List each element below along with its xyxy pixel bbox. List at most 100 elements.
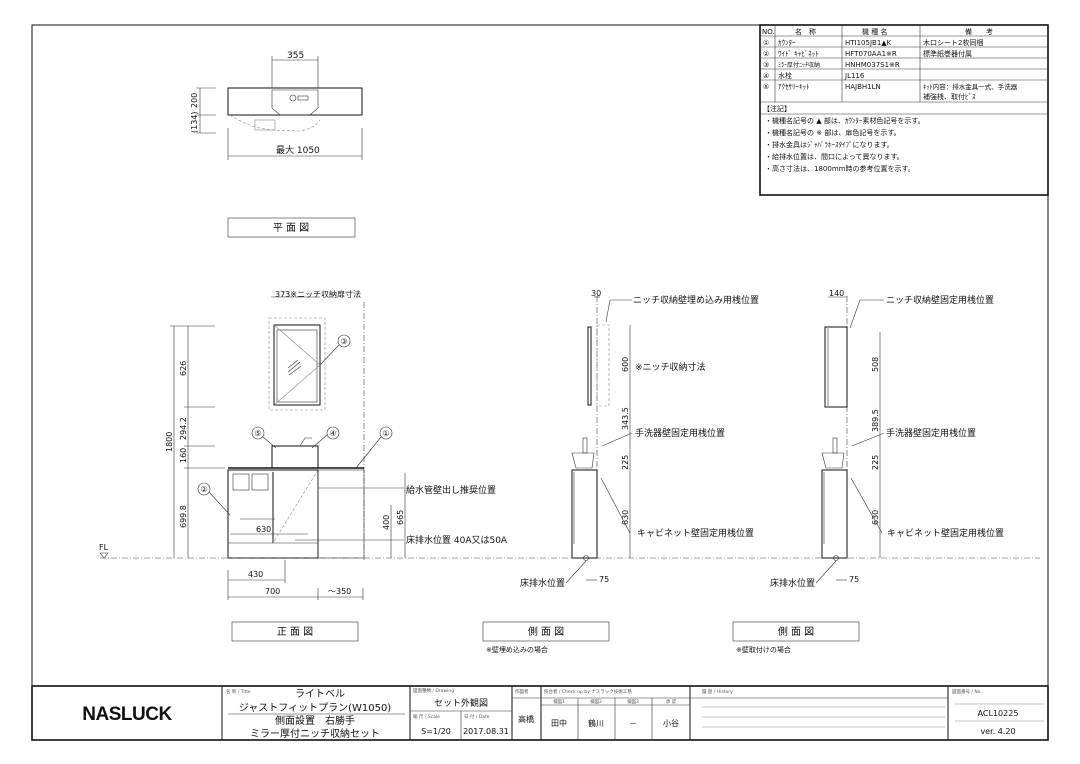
supply-position-label: 給水管壁出し推奨位置 xyxy=(406,484,496,496)
dim-top: 140 xyxy=(829,289,844,298)
row-model: JL116 xyxy=(844,72,865,80)
svg-text:④: ④ xyxy=(329,429,336,438)
note-line: ・給排水位置は、間口によって異なります。 xyxy=(765,152,904,161)
title-line-2: ジャストフィットプラン(W1050) xyxy=(239,702,392,714)
note-line: ・機種名記号の ※ 部は、扉色記号を示す。 xyxy=(765,128,901,137)
nasluck-logo: NASLUCK xyxy=(82,704,173,725)
checker-2: 鶴川 xyxy=(588,718,604,728)
dim-width: 最大 1050 xyxy=(276,144,320,156)
dim-gap: 389.5 xyxy=(871,409,880,432)
approver: 小谷 xyxy=(663,719,679,728)
callout-4: ④ xyxy=(311,426,340,449)
drawing-caption: 図面種類 / Drawing xyxy=(413,687,454,694)
note-line: ・高さ寸法は、1800mm時の参考位置を示す。 xyxy=(765,164,915,173)
history-caption: 履 歴 / History xyxy=(702,689,733,695)
row-note-2: 補強桟、取付ﾋﾞｽ xyxy=(923,92,976,101)
dim-counter-height: 699.8 xyxy=(179,505,188,528)
dim-basin: 225 xyxy=(871,455,880,470)
svg-text:①: ① xyxy=(382,429,389,438)
title-block: NASLUCK 名 称 / Title ライトベル ジャストフィットプラン(W1… xyxy=(31,685,1049,741)
dim-depth: 200 xyxy=(190,93,199,108)
note-line: ・機種名記号の ▲ 部は、ｶｳﾝﾀｰ素材色記号を示す。 xyxy=(765,116,925,125)
drawing-type: セット外観図 xyxy=(434,697,488,709)
callout-1: ① xyxy=(355,426,393,469)
table-header-name: 名 称 xyxy=(795,27,816,36)
date: 2017.08.31 xyxy=(463,727,509,736)
dim-700: 700 xyxy=(265,587,280,596)
check-caption: 照合者 / Check up by ナスラック技術工務 xyxy=(544,688,632,695)
drawn-by: 高橋 xyxy=(518,714,534,724)
dim-665: 665 xyxy=(396,510,405,525)
parts-table: NO. 名 称 機 種 名 備 考 ① ｶｳﾝﾀｰ HTI105JB1▲K 木口… xyxy=(759,24,1049,196)
row-model: HTI105JB1▲K xyxy=(845,39,892,47)
note-line: ・排水金具はｼﾞｬﾊﾞﾗﾎｰｽﾀｲﾌﾟになります。 xyxy=(765,140,894,149)
side-view-2-label-box xyxy=(732,621,860,642)
row-note: ｷｯﾄ内容：排水金具一式、手洗器 xyxy=(923,82,1018,91)
table-header-no: NO. xyxy=(762,28,775,36)
check-col: 検図3 xyxy=(627,698,639,705)
drain-label: 床排水位置 xyxy=(770,577,815,589)
floor-level-label: FL xyxy=(99,543,109,552)
basin-stud-label: 手洗器壁固定用桟位置 xyxy=(635,427,725,439)
dim-cabinet: 630 xyxy=(621,510,630,525)
dim-niche: 508 xyxy=(871,357,880,372)
row-note: 木口シート2枚同梱 xyxy=(923,38,983,47)
callout-3: ③ xyxy=(319,334,351,366)
dim-400: 400 xyxy=(382,515,391,530)
dim-75: 75 xyxy=(849,575,859,584)
number-caption: 図面番号 / No. xyxy=(952,688,982,695)
cabinet-stud-label: キャビネット壁固定用桟位置 xyxy=(887,527,1004,539)
dim-630: 630 xyxy=(256,525,271,534)
row-no: ④ xyxy=(763,72,769,80)
row-name: ﾐﾗｰ厚付ﾆｯﾁ収納 xyxy=(778,61,820,69)
callout-5: ⑤ xyxy=(251,426,277,449)
drain-position-label: 床排水位置 40A又は50A xyxy=(406,534,508,546)
row-no: ① xyxy=(763,39,769,47)
table-row: ④ 水栓 JL116 xyxy=(763,71,865,80)
table-header-note: 備 考 xyxy=(965,27,993,36)
front-view-label-box xyxy=(231,621,359,642)
table-header-model: 機 種 名 xyxy=(862,27,887,36)
side-view-1-label-box xyxy=(482,621,610,642)
row-note: 標準紙巻器付属 xyxy=(923,49,972,58)
checker-1: 田中 xyxy=(551,718,567,728)
side-view-1-note: ※壁埋め込みの場合 xyxy=(486,645,548,654)
row-model: HNHM037S1※R xyxy=(845,61,900,69)
title-line-4: ミラー厚付ニッチ収納セット xyxy=(250,727,380,740)
dim-75: 75 xyxy=(599,575,609,584)
scale: S=1/20 xyxy=(421,727,451,736)
dim-gap: 343.5 xyxy=(621,407,630,430)
dim-top: 30 xyxy=(591,289,601,298)
svg-text:NASLUCK: NASLUCK xyxy=(82,704,172,725)
svg-text:⑤: ⑤ xyxy=(254,429,261,438)
dim-projection: (134) xyxy=(190,111,199,133)
svg-text:③: ③ xyxy=(340,337,347,346)
side-view-2-label: 側 面 図 xyxy=(778,625,814,638)
dim-mirror-height: 626 xyxy=(179,361,188,376)
row-model: HFT070AA1※R xyxy=(845,50,897,58)
cabinet-stud-label: キャビネット壁固定用桟位置 xyxy=(637,527,754,539)
dim-gap: 294.2 xyxy=(179,417,188,440)
title-line-1: ライトベル xyxy=(295,688,345,700)
side-view-2-note: ※壁取付けの場合 xyxy=(736,645,791,654)
niche-size-label: ※ニッチ収納寸法 xyxy=(635,361,706,373)
plan-view-label: 平 面 図 xyxy=(273,222,309,234)
niche-stud-label: ニッチ収納壁固定用桟位置 xyxy=(886,294,994,306)
dim-basin: 225 xyxy=(621,455,630,470)
dim-430: 430 xyxy=(248,570,263,579)
row-name: ｶｳﾝﾀｰ xyxy=(778,39,796,47)
check-col: 承 認 xyxy=(666,698,677,705)
row-no: ② xyxy=(763,50,769,58)
dim-cabinet: 630 xyxy=(871,510,880,525)
drawn-caption: 作図者 xyxy=(515,688,529,695)
plan-view-label-box xyxy=(227,217,356,238)
row-name: ｱｸｾｻﾘｰｷｯﾄ xyxy=(778,83,810,91)
drain-label: 床排水位置 xyxy=(520,577,565,589)
version: ver. 4.20 xyxy=(980,727,1015,736)
side-view-embedded: 30 600 343.5 225 630 ニッチ収納壁埋め込み用桟位置 ※ニッチ… xyxy=(482,289,759,654)
niche-stud-label: ニッチ収納壁埋め込み用桟位置 xyxy=(633,294,759,306)
table-row: ③ ﾐﾗｰ厚付ﾆｯﾁ収納 HNHM037S1※R xyxy=(763,61,900,69)
front-view-label: 正 面 図 xyxy=(277,626,313,638)
row-no: ⑤ xyxy=(763,83,769,91)
drawing-number: ACL10225 xyxy=(978,709,1019,718)
